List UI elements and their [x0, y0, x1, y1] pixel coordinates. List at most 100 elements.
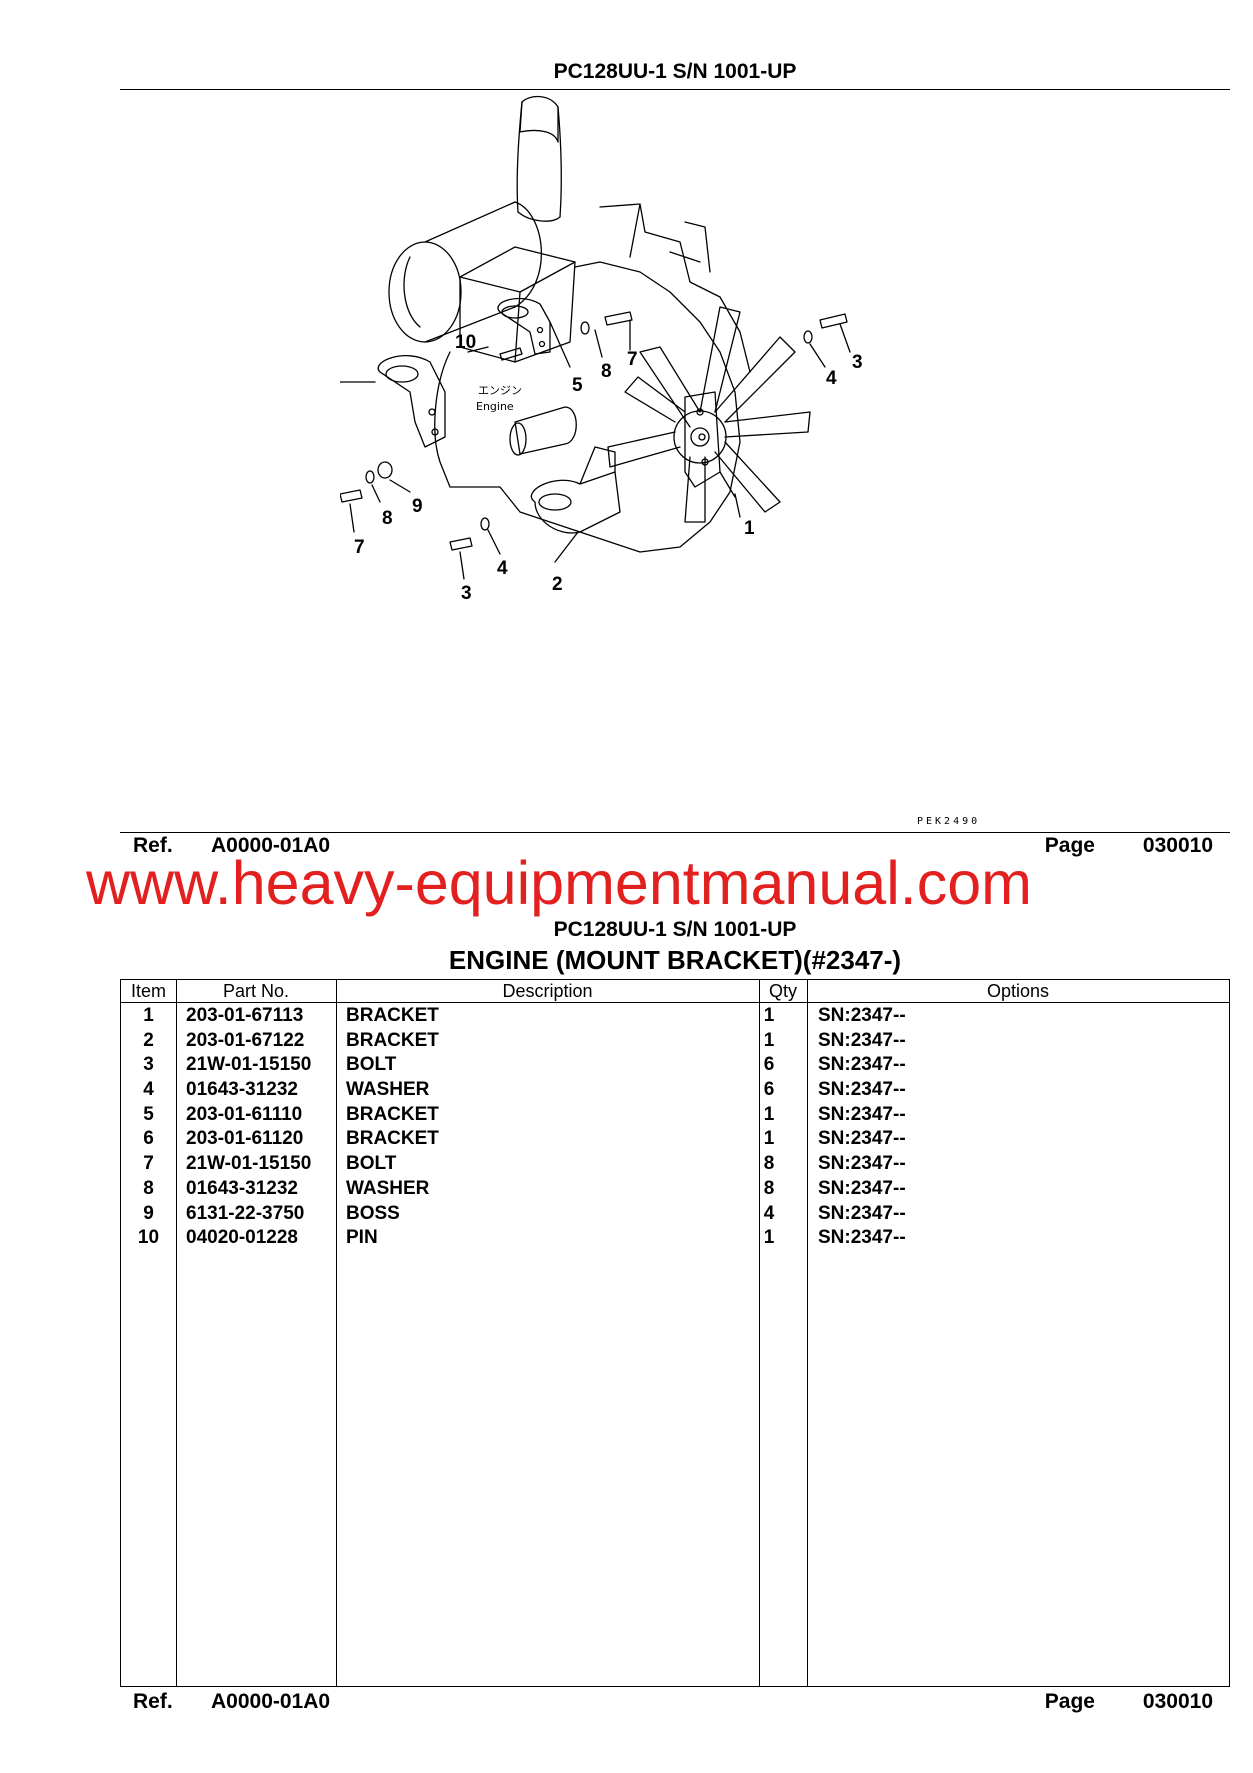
part-description: BRACKET: [346, 1029, 439, 1051]
page-value: 030010: [1142, 1690, 1213, 1713]
ref-label: Ref.: [133, 834, 173, 857]
item-number: 2: [143, 1029, 154, 1051]
part-number: 203-01-61110: [186, 1103, 303, 1125]
table-row: 10 04020-01228 PIN 1 SN:2347--: [121, 1226, 1229, 1251]
column-header-item: Item: [130, 981, 166, 1001]
part-number: 6131-22-3750: [186, 1202, 305, 1224]
column-divider: [176, 980, 177, 1686]
part-quantity: 8: [763, 1153, 775, 1175]
svg-text:Engine: Engine: [476, 400, 514, 413]
part-description: BRACKET: [346, 1005, 439, 1026]
part-options: SN:2347--: [818, 1103, 906, 1125]
part-number: 04020-01228: [186, 1227, 298, 1249]
column-header-qty: Qty: [768, 981, 797, 1001]
column-header-options: Options: [986, 981, 1050, 1001]
ref-value: A0000-01A0: [211, 834, 331, 857]
part-quantity: 1: [763, 1005, 775, 1026]
part-options: SN:2347--: [818, 1079, 906, 1101]
part-description: BOLT: [346, 1054, 397, 1076]
item-number: 10: [137, 1227, 160, 1249]
svg-text:1: 1: [744, 518, 755, 539]
svg-text:5: 5: [572, 375, 583, 396]
part-number: 203-01-61120: [186, 1128, 304, 1150]
part-description: BRACKET: [346, 1103, 439, 1125]
svg-text:9: 9: [412, 496, 423, 517]
item-number: 6: [143, 1128, 154, 1150]
part-description: WASHER: [346, 1079, 430, 1101]
part-quantity: 1: [763, 1029, 775, 1051]
svg-text:2: 2: [552, 574, 563, 595]
part-options: SN:2347--: [818, 1227, 906, 1249]
item-number: 9: [143, 1202, 154, 1224]
section-title: ENGINE (MOUNT BRACKET)(#2347-): [448, 945, 902, 975]
part-number: 21W-01-15150: [186, 1054, 312, 1076]
reference-line-bottom: Ref. A0000-01A0 Page 030010: [133, 1690, 1213, 1716]
ref-value: A0000-01A0: [211, 1690, 331, 1713]
part-quantity: 1: [763, 1128, 775, 1150]
part-number: 203-01-67122: [186, 1029, 305, 1051]
header-rule: [120, 89, 1230, 90]
table-row: 4 01643-31232 WASHER 6 SN:2347--: [121, 1078, 1229, 1103]
svg-text:4: 4: [497, 558, 508, 579]
part-options: SN:2347--: [818, 1177, 906, 1199]
svg-text:10: 10: [455, 332, 476, 353]
part-options: SN:2347--: [818, 1029, 906, 1051]
svg-text:8: 8: [382, 508, 393, 529]
column-header-description: Description: [502, 981, 593, 1001]
part-description: WASHER: [346, 1177, 430, 1199]
part-number: 01643-31232: [186, 1177, 298, 1199]
column-divider: [807, 980, 808, 1686]
table-row: 7 21W-01-15150 BOLT 8 SN:2347--: [121, 1152, 1229, 1177]
table-body: 1 203-01-67113 BRACKET 1 SN:2347-- 2 203…: [121, 1004, 1229, 1251]
table-row: 6 203-01-61120 BRACKET 1 SN:2347--: [121, 1127, 1229, 1152]
part-options: SN:2347--: [818, 1153, 906, 1175]
item-number: 5: [143, 1103, 154, 1125]
part-description: PIN: [346, 1227, 378, 1249]
reference-line-top: Ref. A0000-01A0 Page 030010: [133, 834, 1213, 860]
svg-text:3: 3: [852, 352, 863, 373]
part-number: 21W-01-15150: [186, 1153, 312, 1175]
header-divider: [121, 1002, 1229, 1003]
table-row: 2 203-01-67122 BRACKET 1 SN:2347--: [121, 1029, 1229, 1054]
part-description: BOLT: [346, 1153, 397, 1175]
page-header-model: PC128UU-1 S/N 1001-UP: [553, 60, 797, 83]
ref-label: Ref.: [133, 1690, 173, 1713]
part-number: 203-01-67113: [186, 1005, 304, 1026]
part-number: 01643-31232: [186, 1079, 298, 1101]
part-options: SN:2347--: [818, 1054, 906, 1076]
svg-text:8: 8: [601, 361, 612, 382]
part-quantity: 1: [763, 1103, 775, 1125]
item-number: 1: [143, 1005, 154, 1026]
website-watermark: www.heavy-equipmentmanual.com: [86, 849, 1032, 917]
part-quantity: 6: [763, 1079, 775, 1101]
table-row: 5 203-01-61110 BRACKET 1 SN:2347--: [121, 1103, 1229, 1128]
column-header-part: Part No.: [222, 981, 290, 1001]
item-number: 3: [143, 1054, 154, 1076]
part-description: BRACKET: [346, 1128, 439, 1150]
part-options: SN:2347--: [818, 1005, 906, 1026]
drawing-code: PEK2490: [917, 816, 981, 827]
part-options: SN:2347--: [818, 1128, 906, 1150]
table-row: 9 6131-22-3750 BOSS 4 SN:2347--: [121, 1202, 1229, 1227]
part-quantity: 4: [763, 1202, 775, 1224]
column-divider: [336, 980, 337, 1686]
engine-illustration: 10 6 5 8 7 4 3 1 2 9 8 7 3 4 エンジン Engine: [340, 95, 863, 604]
table-row: 3 21W-01-15150 BOLT 6 SN:2347--: [121, 1053, 1229, 1078]
column-divider: [759, 980, 760, 1686]
part-quantity: 1: [763, 1227, 775, 1249]
item-number: 7: [143, 1153, 154, 1175]
table-row: 8 01643-31232 WASHER 8 SN:2347--: [121, 1177, 1229, 1202]
item-number: 4: [143, 1079, 154, 1101]
parts-table: Item Part No. Description Qty Options 1 …: [120, 979, 1230, 1687]
svg-text:7: 7: [354, 537, 365, 558]
page-label: Page: [1044, 834, 1095, 857]
page-label: Page: [1044, 1690, 1095, 1713]
part-description: BOSS: [346, 1202, 400, 1224]
part-quantity: 8: [763, 1177, 775, 1199]
diagram-bottom-rule: [120, 832, 1230, 833]
part-quantity: 6: [763, 1054, 775, 1076]
exploded-parts-diagram: 10 6 5 8 7 4 3 1 2 9 8 7 3 4 エンジン Engine: [340, 92, 1020, 692]
table-row: 1 203-01-67113 BRACKET 1 SN:2347--: [121, 1004, 1229, 1029]
page-value: 030010: [1142, 834, 1213, 857]
section-model: PC128UU-1 S/N 1001-UP: [553, 918, 797, 941]
